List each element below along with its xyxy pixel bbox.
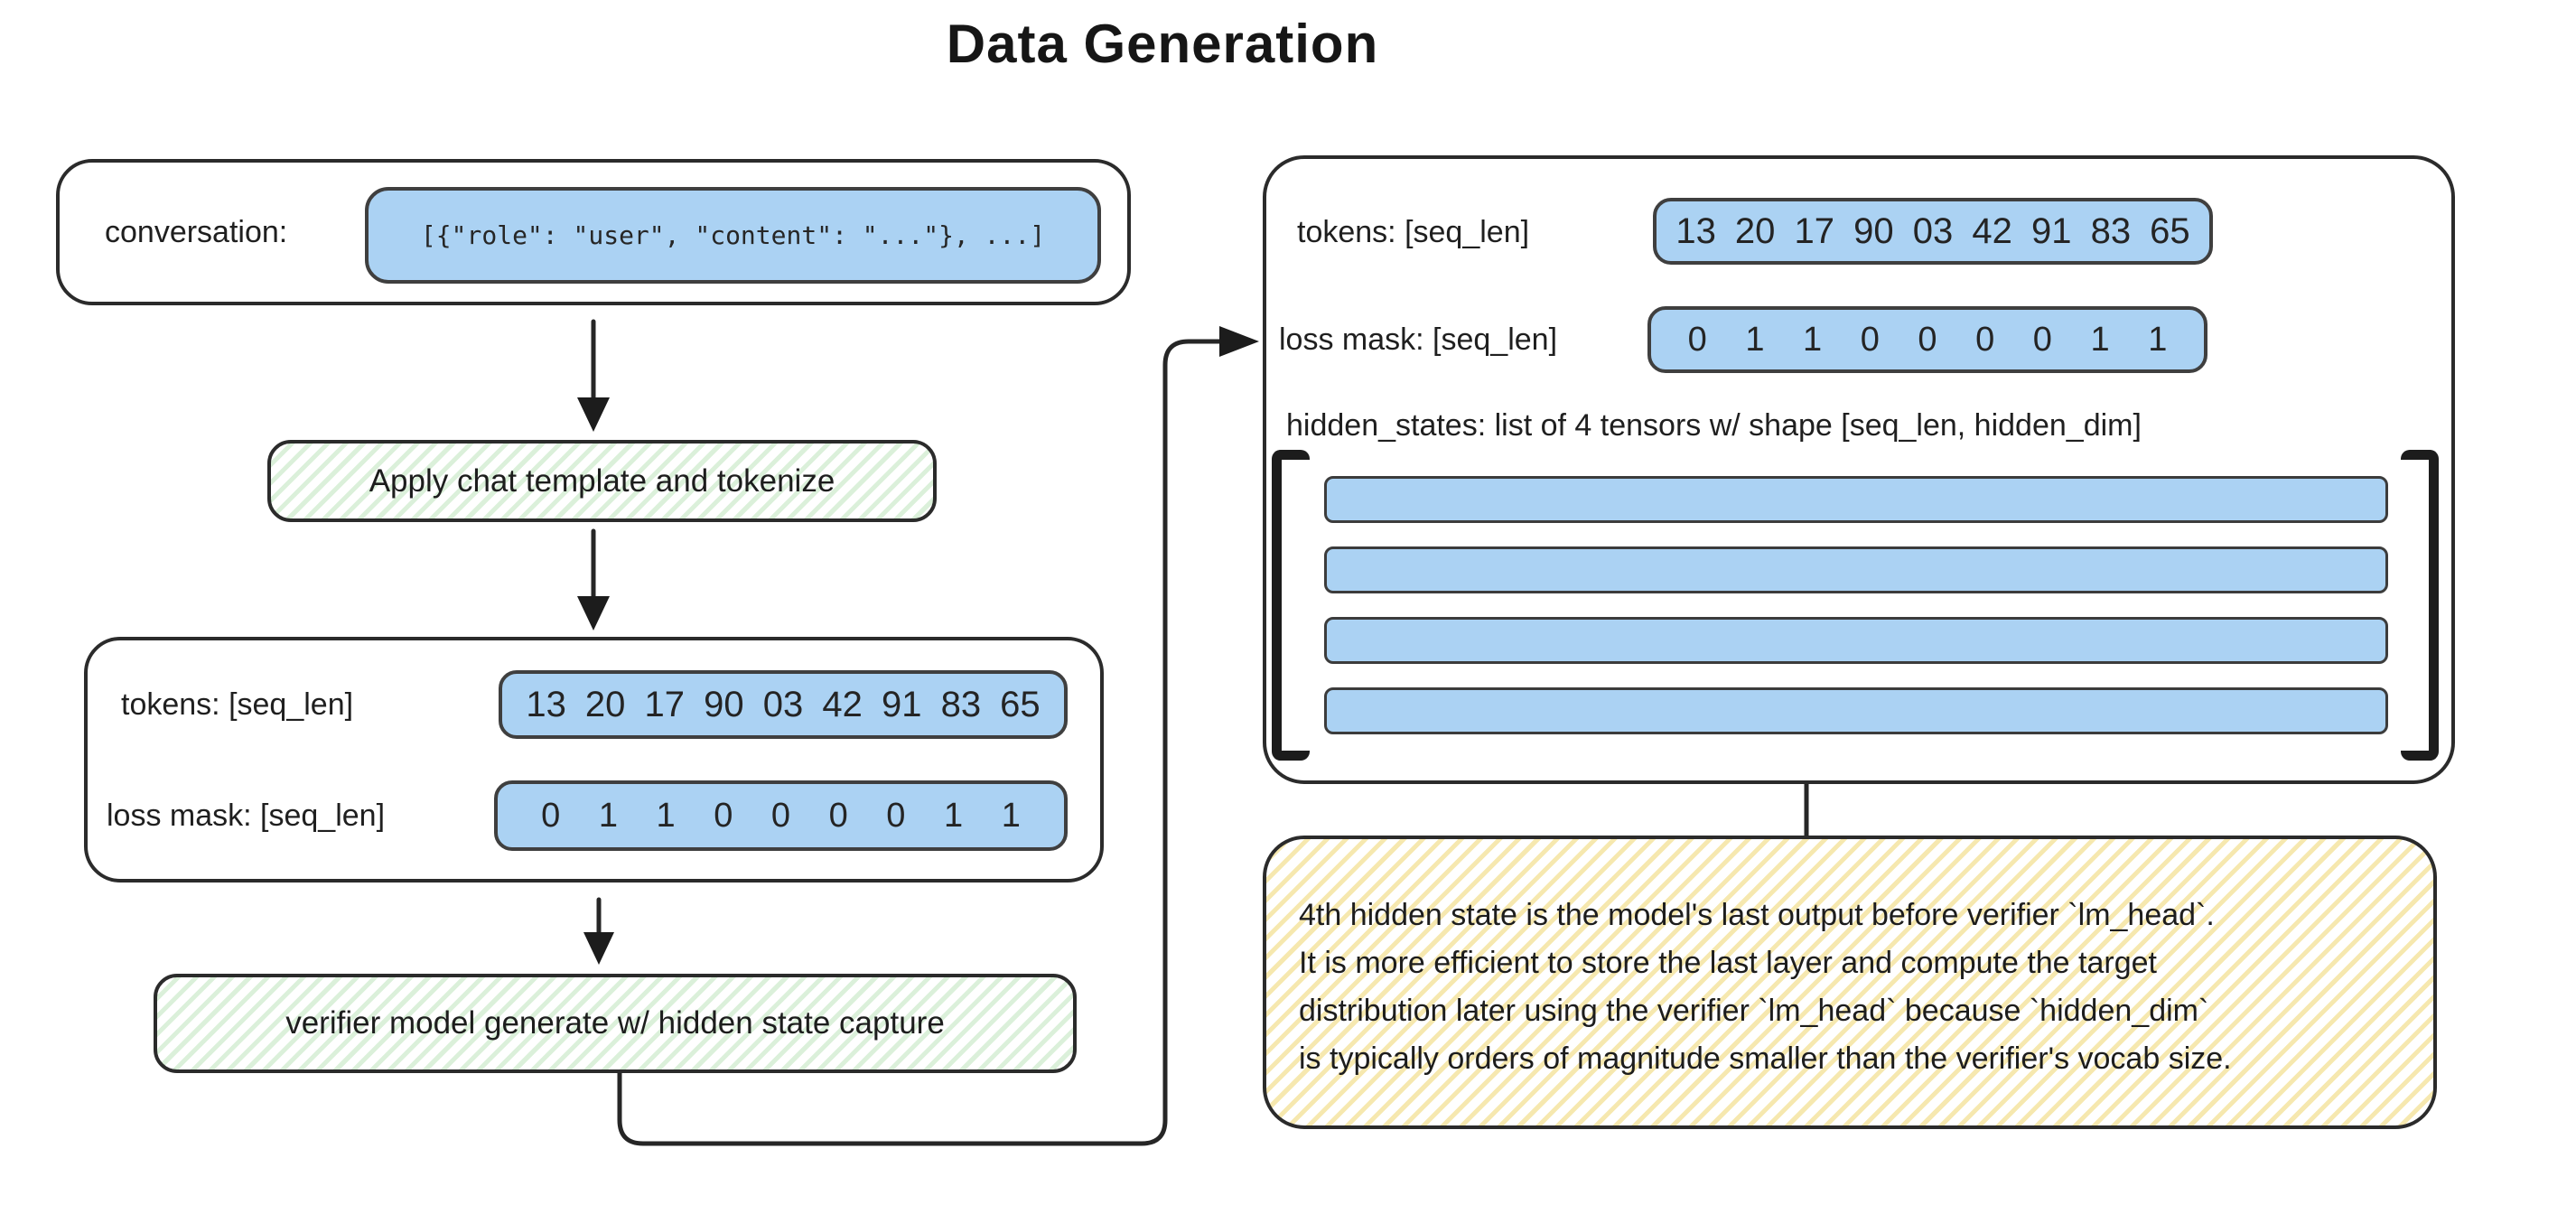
hidden-state-bar <box>1324 617 2388 664</box>
output-tokens-values: 13 20 17 90 03 42 91 83 65 <box>1675 210 2190 251</box>
loss-mask-values: 0 1 1 0 0 0 0 1 1 <box>541 796 1021 835</box>
step-apply-chat-template: Apply chat template and tokenize <box>267 440 937 522</box>
loss-mask-values-pill: 0 1 1 0 0 0 0 1 1 <box>494 780 1068 851</box>
hidden-state-bar <box>1324 546 2388 593</box>
conversation-box: conversation: [{"role": "user", "content… <box>56 159 1131 305</box>
tokens-values-pill: 13 20 17 90 03 42 91 83 65 <box>499 670 1068 739</box>
page-title: Data Generation <box>946 14 1379 74</box>
output-panel: tokens: [seq_len] 13 20 17 90 03 42 91 8… <box>1263 155 2455 784</box>
step-apply-chat-template-label: Apply chat template and tokenize <box>369 462 835 499</box>
hidden-state-bar <box>1324 687 2388 734</box>
note-line: 4th hidden state is the model's last out… <box>1299 898 2215 932</box>
note-line: is typically orders of magnitude smaller… <box>1299 1041 2232 1076</box>
note-line: It is more efficient to store the last l… <box>1299 946 2157 980</box>
arrowhead-down-1 <box>577 397 610 432</box>
note-line: distribution later using the verifier `l… <box>1299 994 2209 1028</box>
step-verifier-generate-label: verifier model generate w/ hidden state … <box>285 1005 945 1041</box>
conversation-label: conversation: <box>105 214 288 249</box>
right-bracket-icon <box>2401 450 2439 761</box>
hidden-states-label: hidden_states: list of 4 tensors w/ shap… <box>1286 407 2142 443</box>
output-loss-mask-values: 0 1 1 0 0 0 0 1 1 <box>1687 320 2168 359</box>
loss-mask-label: loss mask: [seq_len] <box>107 798 386 833</box>
tokens-values: 13 20 17 90 03 42 91 83 65 <box>526 684 1041 724</box>
output-tokens-pill: 13 20 17 90 03 42 91 83 65 <box>1653 198 2213 265</box>
arrowhead-down-2 <box>577 596 610 630</box>
output-tokens-label: tokens: [seq_len] <box>1297 214 1530 249</box>
hidden-state-bars <box>1324 159 2390 780</box>
arrowhead-right-into-panel <box>1219 326 1259 357</box>
note-box: 4th hidden state is the model's last out… <box>1263 836 2437 1129</box>
conversation-json-snippet: [{"role": "user", "content": "..."}, ...… <box>420 220 1046 250</box>
output-loss-mask-label: loss mask: [seq_len] <box>1279 322 1558 357</box>
step-verifier-generate: verifier model generate w/ hidden state … <box>154 974 1077 1073</box>
conversation-value-pill: [{"role": "user", "content": "..."}, ...… <box>365 187 1101 284</box>
left-bracket-icon <box>1272 450 1310 761</box>
arrowhead-down-3 <box>583 932 614 965</box>
tokens-loss-mask-box: tokens: [seq_len] 13 20 17 90 03 42 91 8… <box>84 637 1104 882</box>
tokens-label: tokens: [seq_len] <box>121 686 354 722</box>
hidden-state-bar <box>1324 476 2388 523</box>
output-loss-mask-pill: 0 1 1 0 0 0 0 1 1 <box>1647 306 2207 373</box>
